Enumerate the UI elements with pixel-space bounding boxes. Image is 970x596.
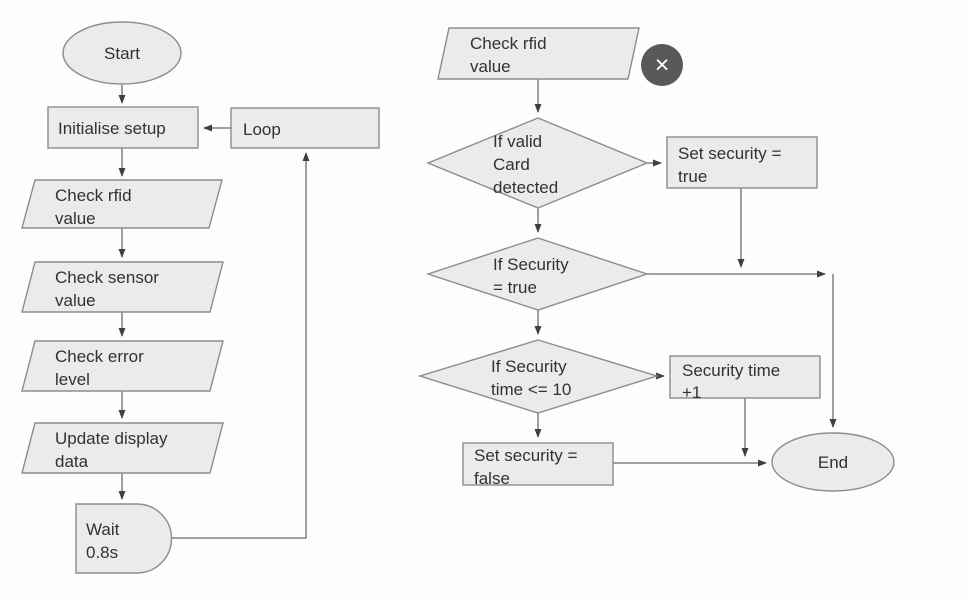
- node-start: Start: [62, 21, 182, 85]
- node-security-time-plus1: Security time +1: [669, 355, 821, 402]
- check-sensor-line2: value: [55, 291, 96, 310]
- if-valid-card-diamond: [426, 117, 649, 209]
- wait-delay-shape: [75, 503, 173, 574]
- edges: [118, 79, 837, 539]
- node-if-valid-card: If valid Card detected: [426, 117, 649, 209]
- node-if-security-time: If Security time <= 10: [417, 339, 660, 414]
- initialise-setup-label: Initialise setup: [58, 119, 166, 138]
- check-rfid-left-line2: value: [55, 209, 96, 228]
- wait-line1: Wait: [86, 520, 120, 539]
- node-if-security-true: If Security = true: [425, 237, 650, 311]
- end-ellipse: [771, 432, 895, 492]
- set-security-true-line2: true: [678, 167, 707, 186]
- start-ellipse: [62, 21, 182, 85]
- edge-wait-to-loop: [172, 152, 310, 539]
- set-security-true-line1: Set security =: [678, 144, 782, 163]
- set-security-true-rect: [666, 136, 818, 189]
- close-button-circle[interactable]: [641, 44, 683, 86]
- if-valid-card-line3: detected: [493, 178, 558, 197]
- close-icon[interactable]: ×: [655, 51, 670, 79]
- check-rfid-left-line1: Check rfid: [55, 186, 132, 205]
- check-rfid-left-parallelogram: [21, 179, 223, 229]
- node-end: End: [771, 432, 895, 492]
- if-security-time-diamond: [417, 339, 660, 414]
- check-rfid-right-line1: Check rfid: [470, 34, 547, 53]
- wait-line2: 0.8s: [86, 543, 118, 562]
- check-sensor-parallelogram: [21, 261, 224, 313]
- end-label: End: [818, 453, 848, 472]
- update-display-parallelogram: [21, 422, 224, 474]
- if-security-true-line1: If Security: [493, 255, 569, 274]
- if-valid-card-line2: Card: [493, 155, 530, 174]
- node-update-display: Update display data: [21, 422, 224, 474]
- update-display-line1: Update display: [55, 429, 168, 448]
- security-time-plus1-rect: [669, 355, 821, 399]
- node-check-sensor: Check sensor value: [21, 261, 224, 313]
- initialise-setup-rect: [47, 106, 199, 149]
- check-sensor-line1: Check sensor: [55, 268, 159, 287]
- if-security-true-diamond: [425, 237, 650, 311]
- if-valid-card-line1: If valid: [493, 132, 542, 151]
- check-error-parallelogram: [21, 340, 224, 392]
- set-security-false-line1: Set security =: [474, 446, 578, 465]
- update-display-line2: data: [55, 452, 89, 471]
- start-label: Start: [104, 44, 140, 63]
- check-error-line2: level: [55, 370, 90, 389]
- if-security-time-line2: time <= 10: [491, 380, 571, 399]
- node-check-error: Check error level: [21, 340, 224, 392]
- check-rfid-right-line2: value: [470, 57, 511, 76]
- check-error-line1: Check error: [55, 347, 144, 366]
- set-security-false-line2: false: [474, 469, 510, 488]
- node-initialise-setup: Initialise setup: [47, 106, 199, 149]
- check-rfid-right-parallelogram: [437, 27, 640, 80]
- set-security-false-rect: [462, 442, 614, 486]
- node-set-security-true: Set security = true: [666, 136, 818, 189]
- security-time-plus1-line2: +1: [682, 383, 701, 402]
- node-set-security-false: Set security = false: [462, 442, 614, 488]
- close-button[interactable]: ×: [641, 44, 683, 86]
- loop-rect: [230, 107, 380, 149]
- node-wait: Wait 0.8s: [75, 503, 173, 574]
- node-loop: Loop: [230, 107, 380, 149]
- security-time-plus1-line1: Security time: [682, 361, 780, 380]
- if-security-true-line2: = true: [493, 278, 537, 297]
- node-check-rfid-right: Check rfid value: [437, 27, 640, 80]
- loop-label: Loop: [243, 120, 281, 139]
- if-security-time-line1: If Security: [491, 357, 567, 376]
- node-check-rfid-left: Check rfid value: [21, 179, 223, 229]
